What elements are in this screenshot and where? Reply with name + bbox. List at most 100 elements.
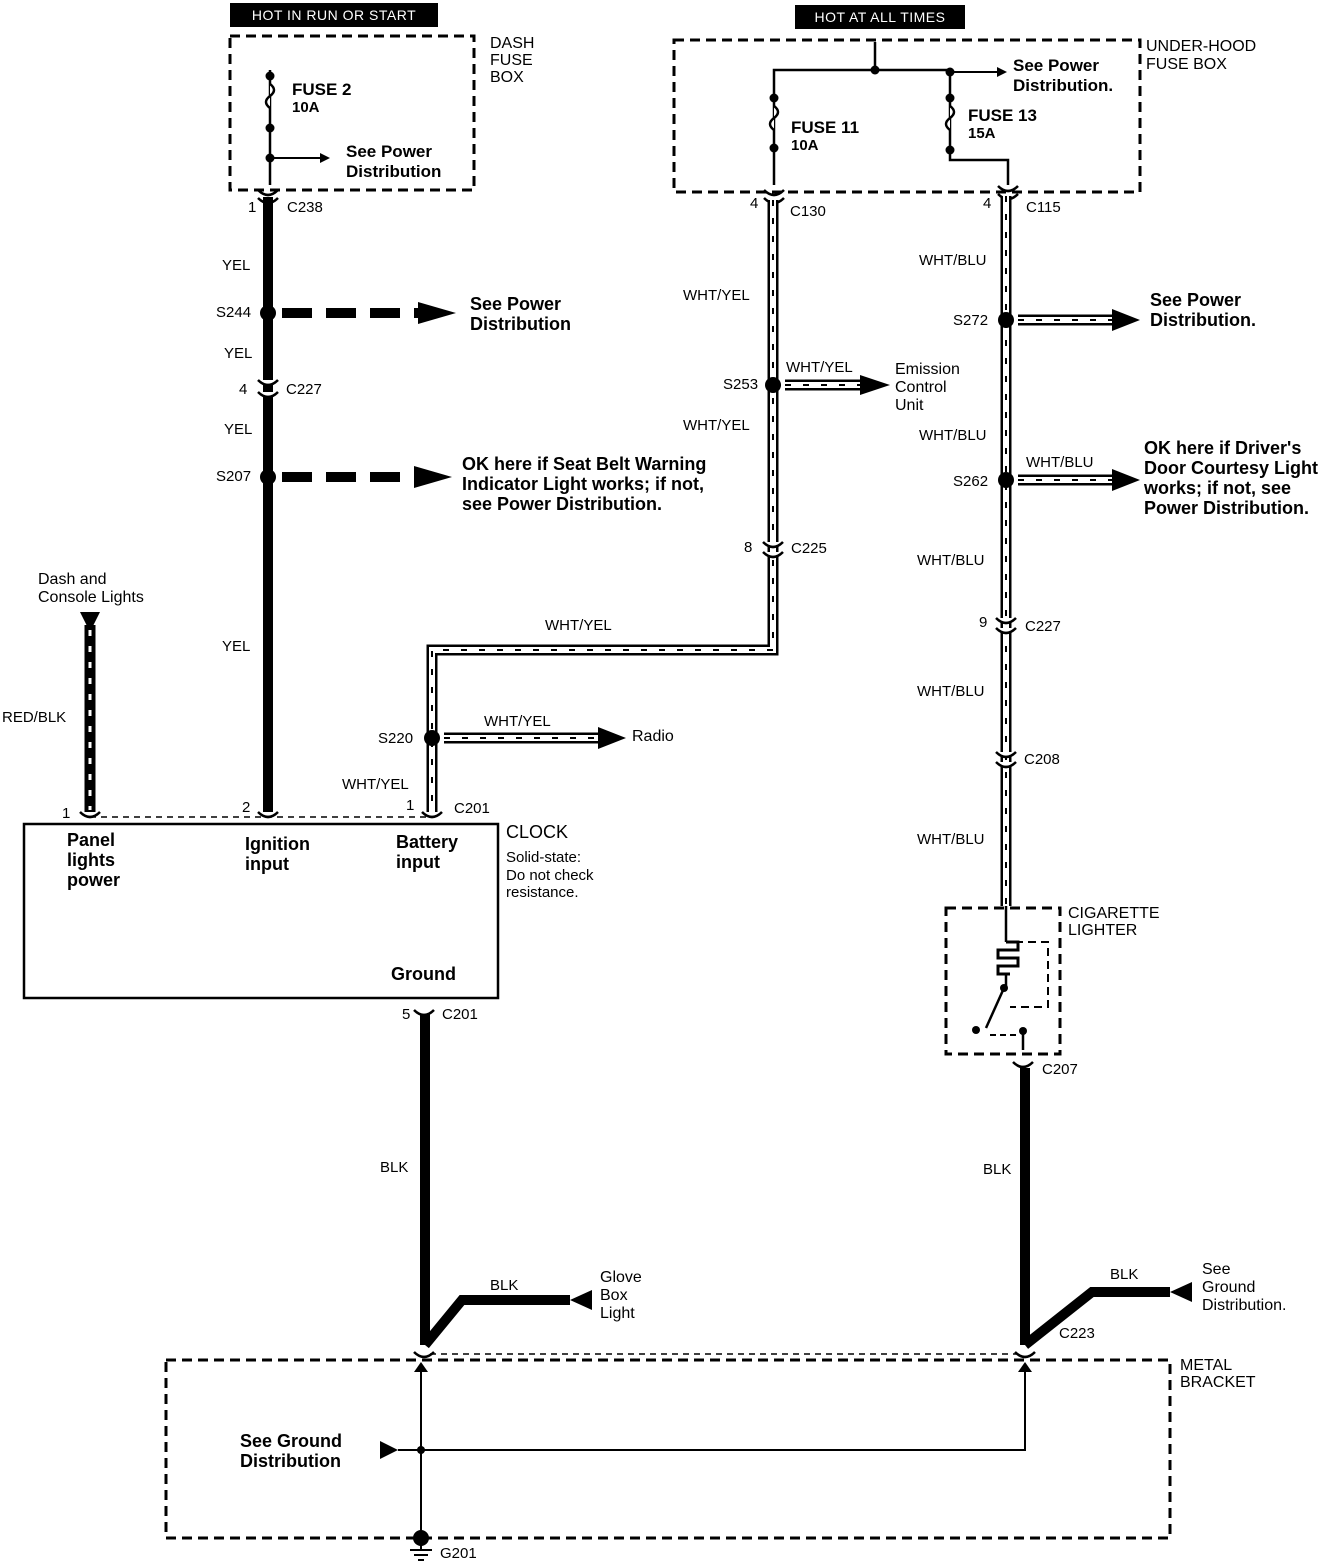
notes-bracket-ground-1-label: See Ground (240, 1431, 342, 1451)
wires-yel-label: YEL (222, 638, 250, 655)
headers-hot-all-times-label: HOT AT ALL TIMES (815, 9, 946, 25)
notes-see-ground-1-label: See (1202, 1261, 1231, 1278)
under-hood-fuse-box-label-1-label: UNDER-HOOD (1146, 38, 1256, 55)
red-blk-circuit: Dash and Console Lights RED/BLK (2, 571, 144, 812)
cigarette-lighter-label-2-label: LIGHTER (1068, 922, 1137, 939)
wires-red-blk-label: RED/BLK (2, 709, 66, 726)
connectors-c115-pin-label: 4 (983, 195, 991, 212)
wht-yel-circuit: 4 C130 WHT/YEL S253 WHT/YEL Emission Con… (342, 189, 960, 812)
clock-note-1-label: Solid-state: (506, 849, 581, 866)
fuse-13-icon (944, 105, 956, 131)
metal-bracket-label-2-label: BRACKET (1180, 1374, 1256, 1391)
wires-wht-blu-label: WHT/BLU (917, 552, 985, 569)
connectors-g201-label: G201 (440, 1545, 477, 1562)
fuse-13-name: FUSE 13 (968, 106, 1037, 125)
clock-bat-2-label: input (396, 852, 440, 872)
wht-blu-circuit: 4 C115 WHT/BLU S272 See Power Distributi… (917, 185, 1318, 906)
metal-bracket-label-1-label: METAL (1180, 1357, 1232, 1374)
splice-s262: S262 (953, 473, 988, 490)
connectors-c207-label: C207 (1042, 1061, 1078, 1078)
fuse-2-name: FUSE 2 (292, 80, 352, 99)
clock-panel-2-label: lights (67, 850, 115, 870)
connectors-c225-label: C225 (791, 540, 827, 557)
dash-fuse-box-label-3-label: BOX (490, 69, 524, 86)
splice-s207: S207 (216, 468, 251, 485)
wires-blk-label: BLK (380, 1159, 408, 1176)
clock-ign-2-label: input (245, 854, 289, 874)
clock-bat-1-label: Battery (396, 832, 458, 852)
fuse-2-icon (264, 83, 276, 109)
notes-s272-1-label: See Power (1150, 290, 1241, 310)
clock-note-2-label: Do not check (506, 867, 594, 884)
wires-wht-yel-label: WHT/YEL (342, 776, 409, 793)
notes-bracket-ground-2-label: Distribution (240, 1451, 341, 1471)
wires-wht-blu-label: WHT/BLU (917, 683, 985, 700)
notes-s207-2-label: Indicator Light works; if not, (462, 474, 704, 494)
header-hot-run-start: HOT IN RUN OR START (230, 3, 438, 27)
fuse-13-rating: 15A (968, 125, 996, 142)
headers-hot-run-start-label: HOT IN RUN OR START (252, 7, 416, 23)
lighter-switch-icon (984, 987, 1006, 1029)
wires-yel-label: YEL (222, 257, 250, 274)
clock-note-3-label: resistance. (506, 884, 579, 901)
notes-see-ground-3-label: Distribution. (1202, 1297, 1286, 1314)
wires-blk-label: BLK (1110, 1266, 1138, 1283)
wires-wht-blu-label: WHT/BLU (919, 252, 987, 269)
under-hood-fuse-box-see-power-1-label: See Power (1013, 56, 1099, 75)
connectors-c238-label: C238 (287, 199, 323, 216)
clock-panel-3-label: power (67, 870, 120, 890)
connectors-c130-label: C130 (790, 203, 826, 220)
notes-emission-3-label: Unit (895, 397, 924, 414)
clock-unit: 1 2 1 C201 Panel lights power Ignition i… (22, 797, 594, 1000)
header-hot-all-times: HOT AT ALL TIMES (795, 5, 965, 29)
wires-blk-label: BLK (490, 1277, 518, 1294)
heating-element-icon (996, 940, 1020, 976)
notes-see-ground-2-label: Ground (1202, 1279, 1255, 1296)
connectors-c115-label: C115 (1026, 199, 1061, 216)
clock-title-label: CLOCK (506, 822, 568, 842)
clock-ign-1-label: Ignition (245, 834, 310, 854)
notes-emission-2-label: Control (895, 379, 947, 396)
fuse-11-rating: 10A (791, 137, 819, 154)
wires-wht-blu-label: WHT/BLU (917, 831, 985, 848)
wires-wht-yel-label: WHT/YEL (683, 287, 750, 304)
clock-pin2-label: 2 (242, 799, 250, 816)
connectors-c208-label: C208 (1024, 751, 1060, 768)
notes-s262-1-label: OK here if Driver's (1144, 438, 1301, 458)
wires-yel-label: YEL (224, 345, 252, 362)
notes-glove-1-label: Glove (600, 1269, 642, 1286)
wires-wht-yel-label: WHT/YEL (545, 617, 612, 634)
under-hood-fuse-box: UNDER-HOOD FUSE BOX See Power Distributi… (672, 38, 1256, 194)
notes-glove-3-label: Light (600, 1305, 635, 1322)
wires-wht-blu-label: WHT/BLU (1026, 454, 1094, 471)
connectors-c201-bot-label: C201 (442, 1006, 478, 1023)
connectors-c201-top-label: C201 (454, 800, 490, 817)
splice-s244: S244 (216, 304, 251, 321)
dash-fuse-box-see-power-1-label: See Power (346, 142, 432, 161)
notes-emission-1-label: Emission (895, 361, 960, 378)
clock-ground-label: Ground (391, 964, 456, 984)
connectors-c223-label: C223 (1059, 1325, 1095, 1342)
notes-s262-3-label: works; if not, see (1143, 478, 1291, 498)
notes-s272-2-label: Distribution. (1150, 310, 1256, 330)
notes-s244-1-label: See Power (470, 294, 561, 314)
connectors-c227-b-pin-label: 9 (979, 614, 987, 631)
notes-radio-label: Radio (632, 728, 674, 745)
ground-circuit: 5 C201 BLK BLK Glove Box Light C207 BLK … (380, 1006, 1286, 1349)
notes-dash-lights-2-label: Console Lights (38, 589, 144, 606)
clock-pin1-batt-label: 1 (406, 797, 414, 814)
fuse-2-rating: 10A (292, 99, 320, 116)
clock-panel-1-label: Panel (67, 830, 115, 850)
under-hood-fuse-box-label-2-label: FUSE BOX (1146, 56, 1227, 73)
wires-wht-yel-label: WHT/YEL (484, 713, 551, 730)
dash-fuse-box-label-1-label: DASH (490, 35, 534, 52)
notes-s262-2-label: Door Courtesy Light (1144, 458, 1318, 478)
cigarette-lighter-label-1-label: CIGARETTE (1068, 905, 1160, 922)
wires-yel-label: YEL (224, 421, 252, 438)
clock-pin1-label: 1 (62, 805, 70, 822)
metal-bracket: METAL BRACKET See Ground Distribution G2… (164, 1351, 1256, 1562)
dash-fuse-box-see-power-2-label: Distribution (346, 162, 441, 181)
yel-circuit: 1 C238 YEL S244 See Power Distribution Y… (216, 189, 706, 812)
connectors-c238-pin-label: 1 (248, 199, 256, 216)
